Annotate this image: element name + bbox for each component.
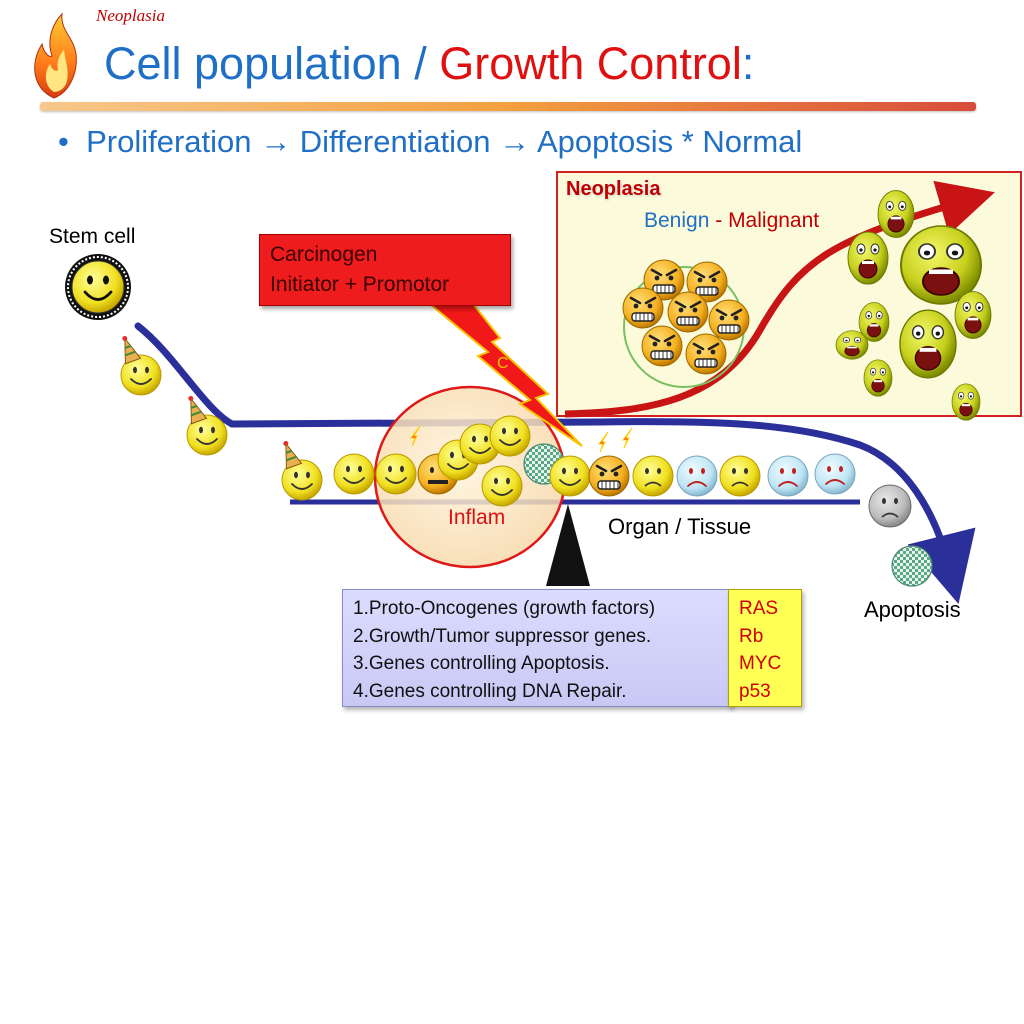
smiley-face-icon — [375, 453, 417, 495]
page-title: Cell population / Growth Control: — [104, 38, 754, 90]
benign-malignant-label: Benign - Malignant — [644, 209, 819, 233]
title-part-1: Cell population / — [104, 38, 440, 89]
screaming-face-icon — [954, 291, 992, 339]
benign-label: Benign — [644, 209, 710, 232]
gene-class-item: 1.Proto-Oncogenes (growth factors) — [353, 598, 656, 619]
angry-face-icon — [640, 324, 684, 368]
stem-cell-label: Stem cell — [49, 225, 136, 248]
title-part-3: : — [741, 38, 755, 89]
smiley-face-icon — [333, 453, 375, 495]
gene-example-item: p53 — [739, 680, 771, 702]
party-hat-smiley-icon — [276, 437, 323, 501]
gene-example-item: Rb — [739, 625, 764, 647]
screaming-face-icon — [863, 359, 893, 397]
carcinogen-lightning-icon — [422, 299, 583, 447]
sad-face-icon — [814, 453, 856, 495]
malignant-tumor-cluster — [835, 190, 992, 421]
sad-face-icon — [767, 455, 809, 497]
angry-face-icon — [666, 290, 710, 334]
smiley-face-icon — [549, 455, 591, 497]
gene-classes-box: 1.Proto-Oncogenes (growth factors) 2.Gro… — [342, 589, 732, 707]
malignant-label: Malignant — [728, 209, 820, 232]
angry-face-icon — [707, 298, 751, 342]
gene-example-item: RAS — [739, 598, 779, 619]
lightning-bolt-icon — [622, 427, 633, 449]
screaming-face-icon — [847, 231, 889, 285]
initiator-promotor-label: Initiator + Promotor — [270, 273, 450, 296]
screaming-face-icon — [877, 190, 915, 238]
section-tag: Neoplasia — [96, 6, 165, 25]
lightning-bolt-icon — [598, 431, 609, 453]
carcinogen-label: Carcinogen — [270, 243, 378, 266]
checkered-circle-icon — [891, 545, 933, 587]
smiley-face-icon — [489, 415, 531, 457]
cell-fate-path — [134, 322, 976, 604]
flame-icon — [34, 12, 77, 99]
gene-class-item: 2.Growth/Tumor suppressor genes. — [353, 625, 652, 647]
sad-face-icon — [719, 455, 761, 497]
title-divider — [40, 102, 976, 111]
sad-face-icon — [632, 455, 674, 497]
carcinogen-box: Carcinogen Initiator + Promotor — [259, 234, 511, 306]
smiley-face-icon — [481, 465, 523, 507]
fulcrum-triangle — [546, 504, 590, 586]
sad-face-icon — [676, 455, 718, 497]
stem-cell-icon — [65, 254, 131, 320]
bullet-text: Proliferation → Differentiation → Apopto… — [86, 124, 803, 159]
bullet-marker: • — [58, 124, 69, 159]
gene-class-item: 3.Genes controlling Apoptosis. — [353, 653, 610, 674]
gene-examples-box: RAS Rb MYC p53 — [728, 589, 802, 707]
dying-cell-icon — [868, 484, 912, 528]
neoplasia-title: Neoplasia — [566, 178, 661, 200]
inflam-label: Inflam — [448, 506, 506, 529]
organ-tissue-label: Organ / Tissue — [608, 514, 752, 539]
screaming-face-icon — [899, 309, 957, 379]
gene-class-item: 4.Genes controlling DNA Repair. — [353, 680, 627, 702]
screaming-face-icon — [951, 383, 981, 421]
label-separator: - — [709, 209, 729, 232]
angry-face-icon — [684, 332, 728, 376]
title-part-2: Growth Control — [439, 38, 742, 89]
gene-example-item: MYC — [739, 653, 782, 674]
bullet-item: • Proliferation → Differentiation → Apop… — [58, 124, 802, 160]
carcinogen-c-mark: C — [497, 355, 509, 372]
apoptosis-label: Apoptosis — [864, 597, 961, 622]
angry-face-icon — [587, 454, 631, 498]
screaming-face-icon — [835, 330, 869, 360]
angry-face-icon — [621, 286, 665, 330]
benign-tumor-cluster — [621, 258, 751, 376]
